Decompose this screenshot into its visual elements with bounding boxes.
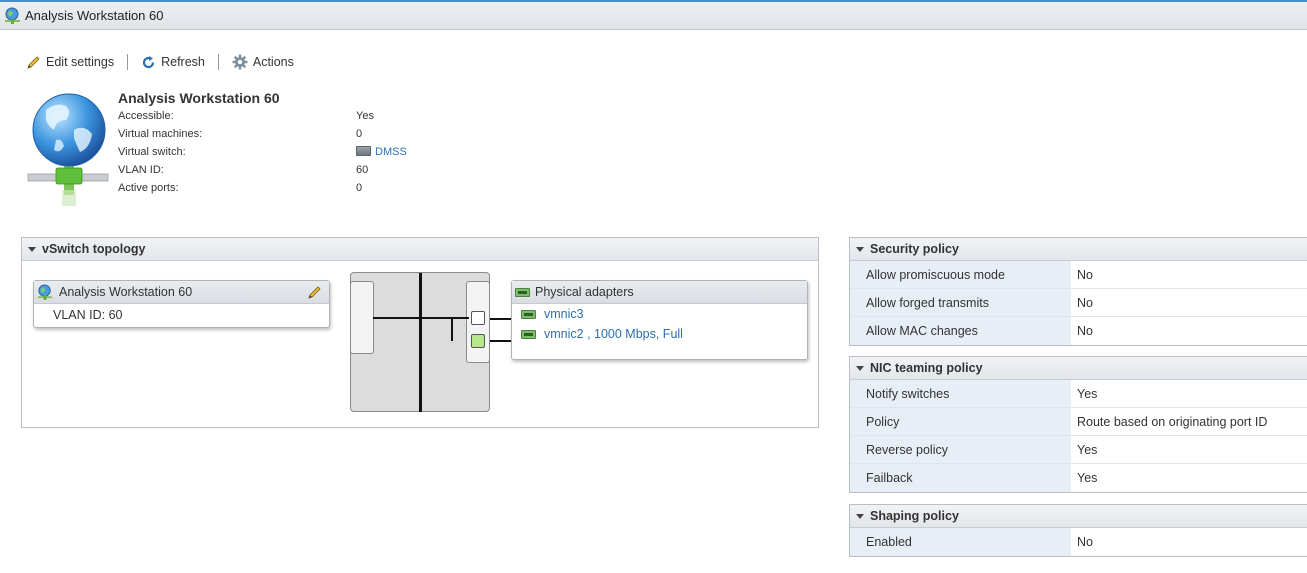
collapse-caret-icon	[28, 246, 36, 252]
virtual-switch-link[interactable]: DMSS	[356, 146, 407, 158]
nic-icon	[521, 309, 536, 319]
portgroup-summary: Analysis Workstation 60 Accessible: Yes …	[118, 90, 407, 200]
summary-label: VLAN ID:	[118, 164, 164, 176]
gear-icon	[232, 54, 248, 70]
summary-label: Accessible:	[118, 110, 174, 122]
actions-button[interactable]: Actions	[232, 54, 294, 70]
edit-settings-label: Edit settings	[46, 55, 115, 69]
adapter-name: vmnic2 , 1000 Mbps, Full	[544, 327, 683, 341]
summary-label: Virtual switch:	[118, 146, 186, 158]
policy-label: Enabled	[850, 528, 1071, 556]
window-titlebar: Analysis Workstation 60	[0, 0, 1307, 30]
security-policy-header[interactable]: Security policy	[850, 238, 1307, 261]
virtual-switch-name: DMSS	[375, 146, 407, 158]
adapter-link-vmnic3[interactable]: vmnic3	[512, 304, 807, 324]
shaping-policy-header[interactable]: Shaping policy	[850, 505, 1307, 528]
switch-bus-line	[419, 273, 422, 412]
policy-row: Failback Yes	[850, 464, 1307, 492]
summary-label: Virtual machines:	[118, 128, 203, 140]
policy-value: No	[1077, 295, 1093, 310]
uplink-port-active	[471, 334, 485, 348]
pencil-icon	[27, 55, 40, 69]
refresh-button[interactable]: Refresh	[141, 55, 205, 70]
physical-adapters-header: Physical adapters	[512, 281, 807, 304]
portgroup-card-name: Analysis Workstation 60	[59, 285, 193, 299]
network-globe-icon	[27, 93, 109, 206]
collapse-caret-icon	[856, 365, 864, 371]
panel-title: Shaping policy	[870, 509, 959, 523]
policy-label: Notify switches	[850, 380, 1071, 407]
policy-value: Yes	[1077, 471, 1098, 485]
portgroup-card[interactable]: Analysis Workstation 60 VLAN ID: 60	[33, 280, 330, 328]
adapter-name: vmnic3	[544, 307, 584, 321]
summary-row-active-ports: Active ports: 0	[118, 182, 362, 200]
nic-teaming-policy-panel: NIC teaming policy Notify switches Yes P…	[849, 356, 1307, 493]
switch-connection-line	[373, 317, 469, 319]
summary-value: 0	[356, 182, 363, 194]
panel-title: vSwitch topology	[42, 242, 146, 256]
policy-label: Policy	[850, 408, 1071, 435]
summary-value: Yes	[356, 110, 374, 122]
portgroup-card-header: Analysis Workstation 60	[34, 281, 329, 304]
policy-label: Allow forged transmits	[850, 289, 1071, 316]
switch-portgroup-side	[350, 281, 374, 354]
policy-label: Reverse policy	[850, 436, 1071, 463]
uplink-line	[490, 318, 512, 320]
policy-row: Allow MAC changes No	[850, 317, 1307, 345]
policy-value: No	[1077, 324, 1093, 338]
policy-value: Yes	[1077, 386, 1098, 401]
summary-row-vlan-id: VLAN ID: 60	[118, 164, 368, 182]
uplink-line	[490, 340, 512, 342]
policy-value: No	[1077, 535, 1093, 549]
edit-portgroup-pencil-icon[interactable]	[307, 285, 322, 300]
nic-icon	[515, 287, 530, 297]
summary-label: Active ports:	[118, 182, 179, 194]
nic-icon	[521, 329, 536, 339]
policy-row: Reverse policy Yes	[850, 436, 1307, 464]
policy-row: Allow forged transmits No	[850, 289, 1307, 317]
vswitch-topology-header[interactable]: vSwitch topology	[22, 238, 818, 261]
summary-value: 60	[356, 164, 369, 176]
portgroup-icon	[5, 7, 20, 24]
portgroup-vlan: VLAN ID: 60	[53, 308, 123, 322]
uplink-port-inactive	[471, 311, 485, 325]
refresh-icon	[143, 55, 155, 68]
physical-adapters-card: Physical adapters vmnic3 vmnic2 , 1000 M…	[511, 280, 808, 360]
vswitch-icon	[356, 146, 371, 156]
window-title: Analysis Workstation 60	[25, 8, 164, 23]
portgroup-icon	[37, 284, 53, 300]
edit-settings-button[interactable]: Edit settings	[26, 55, 114, 70]
nic-teaming-policy-header[interactable]: NIC teaming policy	[850, 357, 1307, 380]
summary-row-virtual-switch: Virtual switch: DMSS	[118, 146, 407, 164]
policy-label: Failback	[850, 464, 1071, 492]
collapse-caret-icon	[856, 513, 864, 519]
summary-row-accessible: Accessible: Yes	[118, 110, 374, 128]
policy-value: Yes	[1077, 442, 1098, 457]
shaping-policy-panel: Shaping policy Enabled No	[849, 504, 1307, 557]
policy-label: Allow promiscuous mode	[850, 261, 1071, 288]
toolbar-divider	[217, 54, 219, 70]
policy-value: Route based on originating port ID	[1077, 414, 1268, 429]
panel-title: Security policy	[870, 242, 959, 256]
policy-row: Allow promiscuous mode No	[850, 261, 1307, 289]
vswitch-diagram	[350, 272, 490, 412]
policy-row: Policy Route based on originating port I…	[850, 408, 1307, 436]
policy-row: Enabled No	[850, 528, 1307, 556]
policy-row: Notify switches Yes	[850, 380, 1307, 408]
summary-value: 0	[356, 128, 363, 140]
switch-connection-line	[451, 317, 453, 341]
physical-adapters-title: Physical adapters	[535, 285, 634, 299]
collapse-caret-icon	[856, 246, 864, 252]
adapter-link-vmnic2[interactable]: vmnic2 , 1000 Mbps, Full	[512, 324, 807, 344]
toolbar-divider	[127, 54, 129, 70]
portgroup-name: Analysis Workstation 60	[118, 90, 280, 106]
refresh-label: Refresh	[161, 55, 205, 69]
security-policy-panel: Security policy Allow promiscuous mode N…	[849, 237, 1307, 346]
actions-label: Actions	[252, 55, 294, 69]
policy-value: No	[1077, 267, 1093, 282]
toolbar: Edit settings Refresh Actions	[26, 52, 294, 72]
panel-title: NIC teaming policy	[870, 361, 983, 375]
policy-label: Allow MAC changes	[850, 317, 1071, 345]
summary-row-virtual-machines: Virtual machines: 0	[118, 128, 362, 146]
